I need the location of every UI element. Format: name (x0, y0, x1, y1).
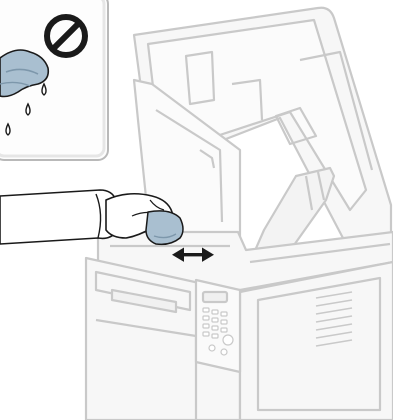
cloth-icon (146, 211, 183, 245)
hand-with-cloth (0, 190, 183, 244)
warning-inset-panel (0, 0, 108, 160)
control-panel-display (203, 292, 227, 302)
